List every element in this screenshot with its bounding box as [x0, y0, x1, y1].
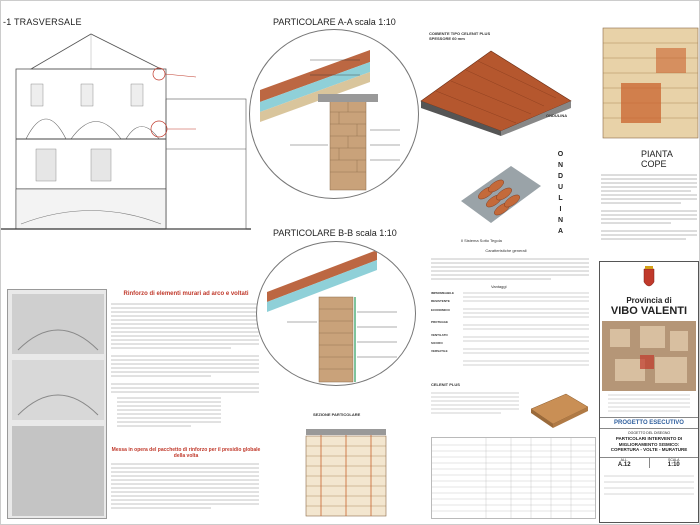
tav-value: A.12: [617, 461, 631, 468]
tav-cell: ALL. A.12: [600, 457, 650, 468]
characteristics-subtitle: Vantaggi: [491, 284, 507, 289]
reinforcement-text-block: [111, 303, 259, 427]
ente-label: VIBO VALENTI: [610, 305, 688, 317]
right-text-lines: [601, 174, 697, 240]
bullet-item: PROTEGGE: [431, 320, 449, 325]
detail-circle-bb: [256, 241, 416, 386]
bullet-item: RESISTENTE: [431, 299, 450, 304]
section-title-particolare-bb: PARTICOLARE B-B scala 1:10: [273, 228, 397, 238]
tav-scala-row: ALL. A.12 SCALA 1:10: [600, 456, 699, 468]
sistema-label: Il Sistema Sotto Tegola: [461, 238, 502, 243]
section-title-trasversale: -1 TRASVERSALE: [3, 17, 82, 27]
bullet-item: VERSATILE: [431, 349, 448, 354]
section-title-sezione: SEZIONE PARTICOLARE: [313, 412, 361, 417]
characteristics-title: Caratteristiche generali: [485, 248, 527, 253]
scala-value: 1:10: [667, 461, 680, 468]
section-title-pianta: PIANTA COPE: [641, 149, 673, 169]
reinforcement-title: Rinforzo di elementi murari ad arco e vo…: [123, 291, 249, 297]
detail-circle-aa: [249, 29, 419, 199]
oggetto-text: PARTICOLARI INTERVENTO DI MIGLIORAMENTO …: [610, 436, 688, 452]
title-block: Provincia di VIBO VALENTI PROGETTO ESECU…: [599, 261, 699, 523]
cross-section-drawing: [1, 33, 251, 230]
bullets-text-lines: [463, 292, 589, 366]
section-title-particolare-aa: PARTICOLARE A-A scala 1:10: [273, 17, 396, 27]
oggetto-label: OGGETTO DEL DISEGNO: [627, 431, 671, 435]
bullet-item: ECONOMICO: [431, 307, 450, 312]
celenit-text-lines: [431, 392, 519, 414]
provincia-label: Provincia di: [626, 296, 672, 305]
characteristics-bullets: IMPERMEABILE RESISTENTE ECONOMICO PROTEG…: [431, 291, 591, 354]
celenit-board-image: [530, 393, 589, 428]
reinforcement-text-block-2: [111, 463, 259, 509]
tav-label: ALL.: [620, 457, 628, 462]
roof-plan-drawing: [602, 27, 699, 139]
reinforcement-panel: [7, 289, 107, 519]
reinforcement-subtitle: Messa in opera del pacchetto di rinforzo…: [111, 447, 261, 459]
section-detail-drawing: [305, 429, 387, 517]
tiles-illustration: [461, 166, 541, 223]
scala-label: SCALA: [668, 457, 680, 462]
roof-3d-illustration: [420, 50, 572, 136]
bullet-item: SICURO: [431, 341, 443, 346]
scala-cell: SCALA 1:10: [650, 458, 699, 468]
bullet-item: IMPERMEABILE: [431, 291, 455, 295]
onduline-label: ONDULINA: [546, 113, 568, 118]
characteristics-text-lines: [431, 258, 589, 280]
progetto-band: PROGETTO ESECUTIVO: [600, 417, 698, 429]
onduline-vertical-text: ONDULINA: [557, 151, 564, 239]
coat-of-arms-icon: [643, 266, 655, 287]
bullet-item: VENTILATO: [431, 332, 448, 337]
technical-data-table: [431, 437, 596, 519]
celenit-label: CELENIT PLUS: [431, 382, 460, 387]
coibente-label: COIBENTE TIPO CELENIT PLUS SPESSORE 60 m…: [429, 31, 491, 41]
